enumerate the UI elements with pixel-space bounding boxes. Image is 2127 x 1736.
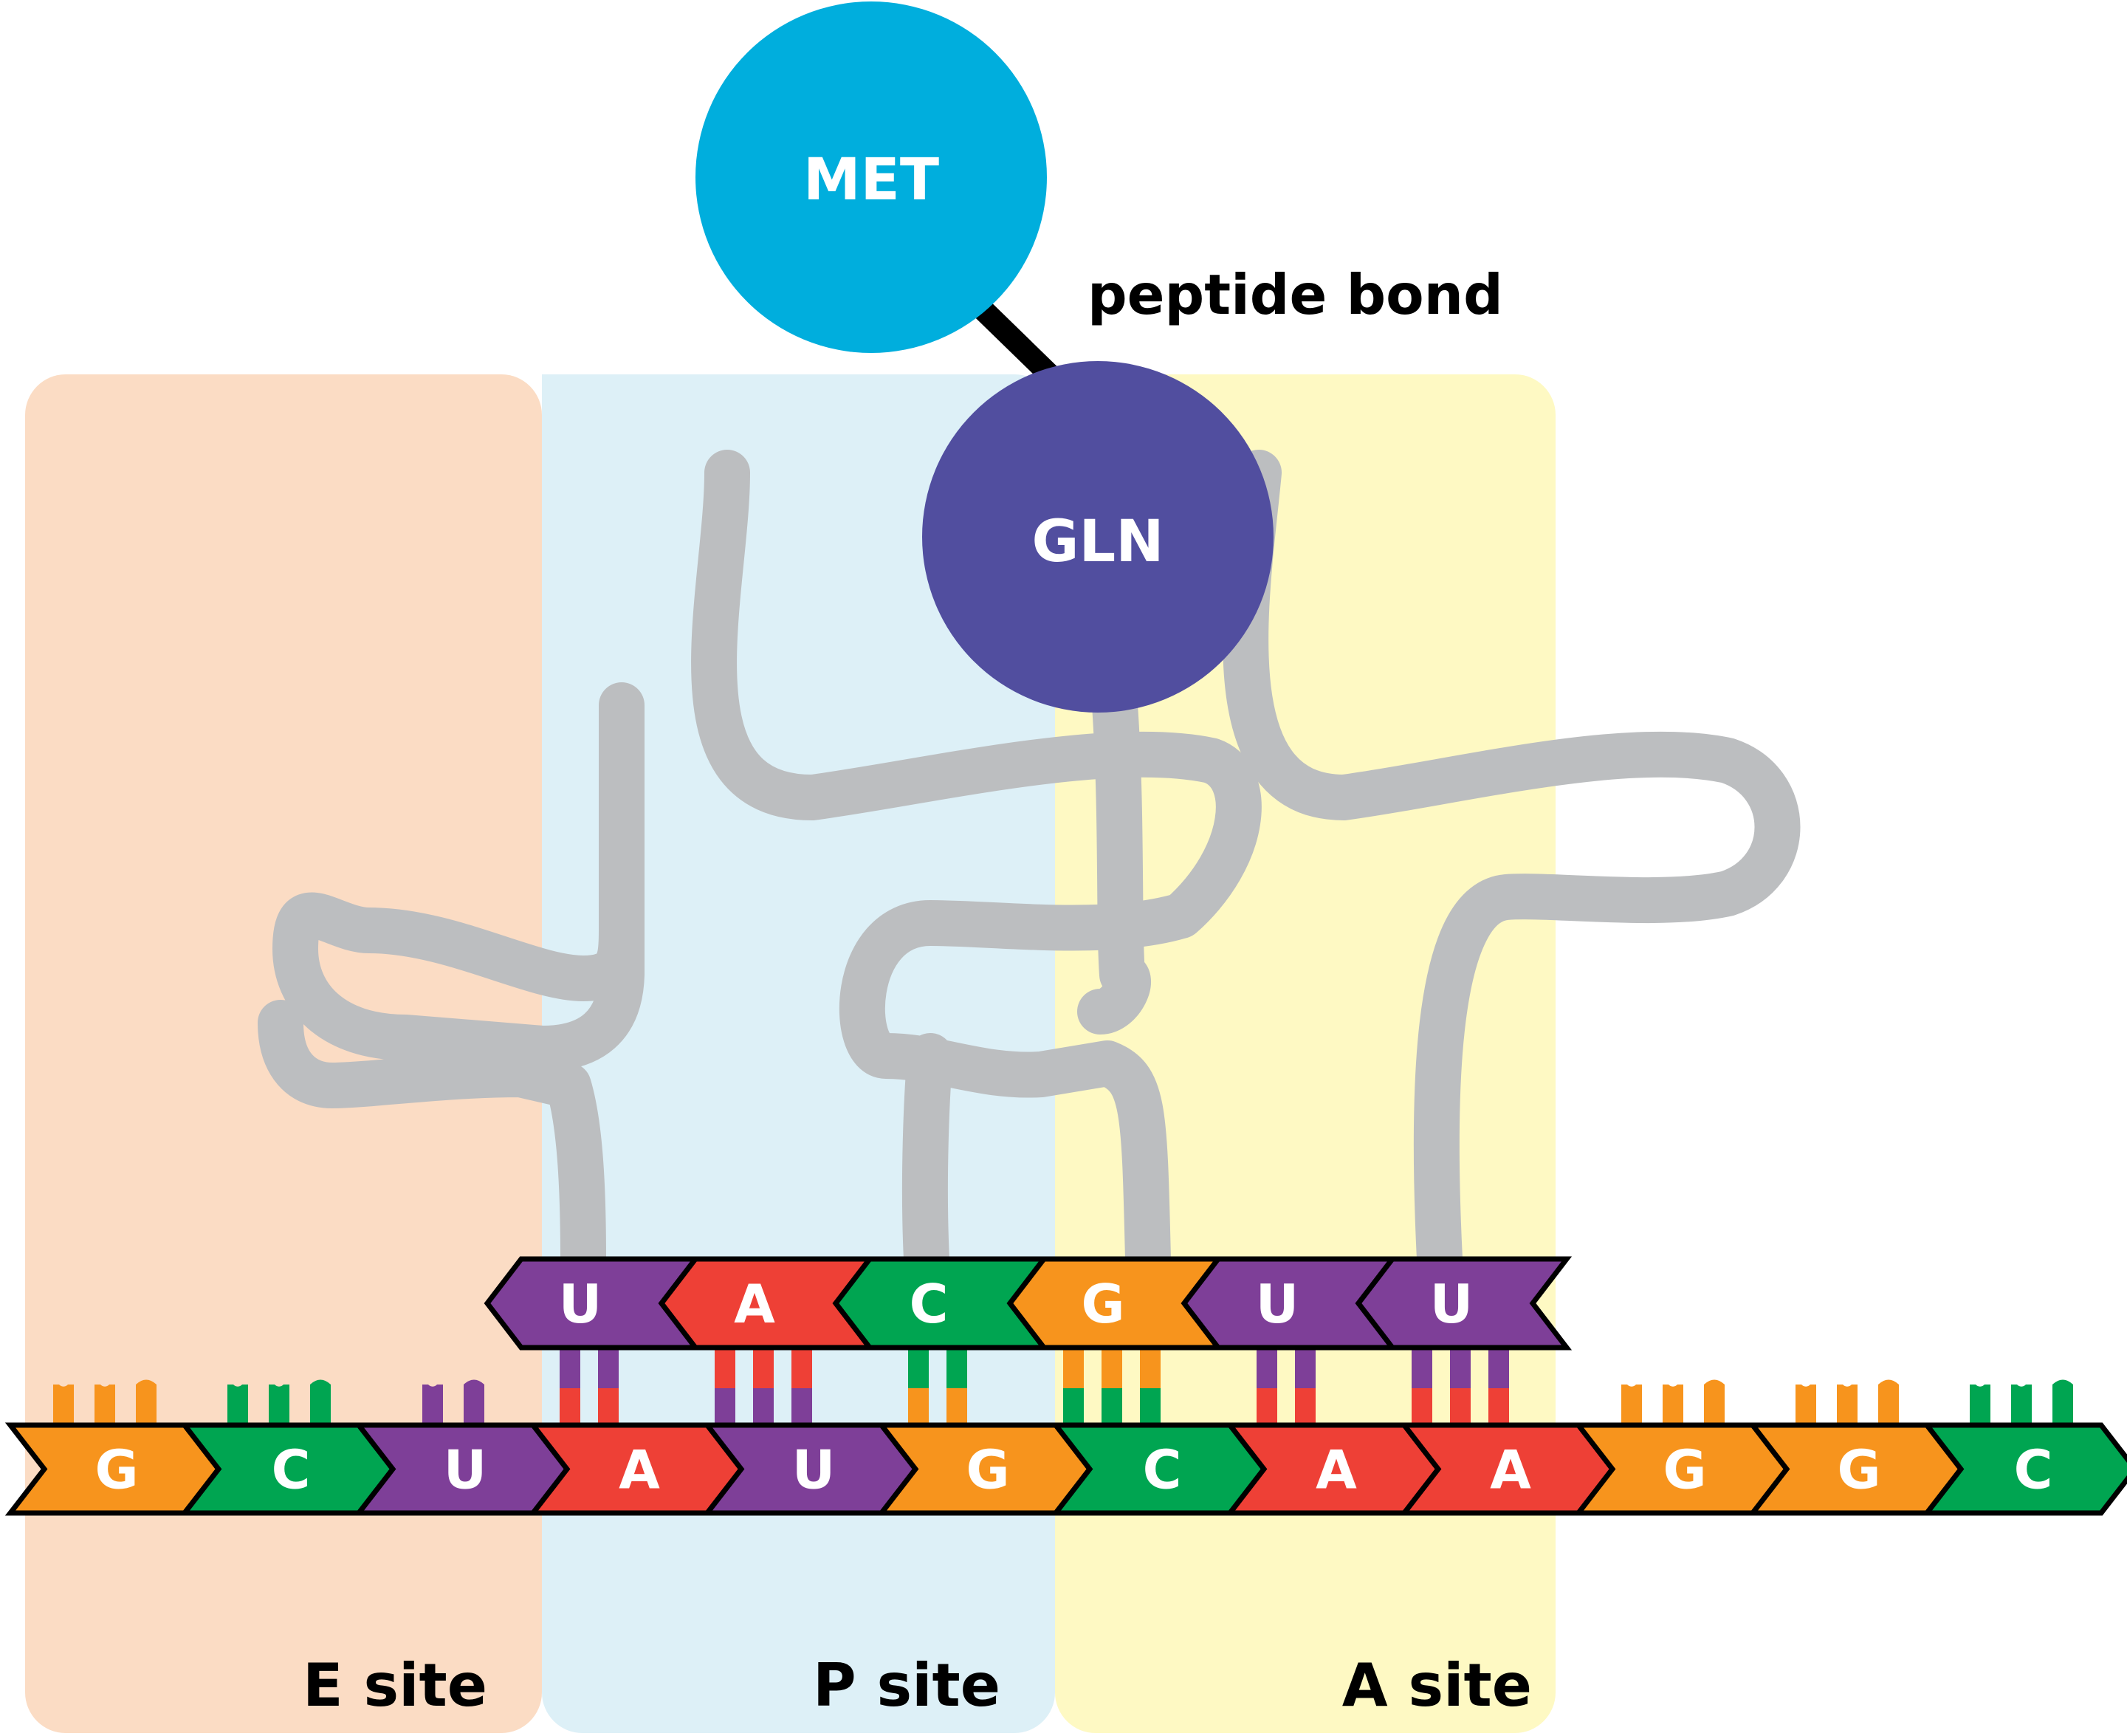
trna-p-site [272, 682, 645, 1071]
p-site-label: P site [813, 1651, 1000, 1720]
mrna-nub [227, 1385, 248, 1425]
anticodon-base-label: C [910, 1273, 949, 1335]
base-pair-bond-bottom [1295, 1388, 1316, 1425]
mrna-base-label: A [1490, 1439, 1531, 1501]
base-pair-bond-bottom [1450, 1388, 1471, 1425]
base-pair-bond-bottom [1063, 1388, 1084, 1425]
mrna-nub [1878, 1379, 1899, 1425]
base-pair-bond-top [753, 1348, 774, 1388]
mrna-nub [136, 1379, 157, 1425]
mrna-base-label: G [966, 1439, 1009, 1501]
mrna-nub [1621, 1385, 1642, 1425]
trna-p-site-arm [258, 1000, 606, 1282]
base-pair-bond-top [1412, 1348, 1432, 1388]
base-pair-bond-bottom [598, 1388, 619, 1425]
anticodon-base-label: G [1081, 1273, 1124, 1335]
base-pair-bond-bottom [946, 1388, 967, 1425]
trna-next [1223, 450, 1801, 1282]
e-site-label: E site [303, 1651, 487, 1720]
mrna-nub [269, 1385, 289, 1425]
peptide-bond-label: peptide bond [1087, 262, 1503, 327]
base-pair-bond-top [1063, 1348, 1084, 1388]
base-pair-bond-top [715, 1348, 735, 1388]
base-pair-bond-bottom [1257, 1388, 1277, 1425]
base-pair-bond-bottom [560, 1388, 580, 1425]
mrna-nub [1970, 1385, 1990, 1425]
base-pair-bonds [560, 1348, 1509, 1425]
anticodon-base-label: U [1256, 1273, 1299, 1335]
mrna-nub [1704, 1379, 1725, 1425]
mrna-base-label: G [1837, 1439, 1880, 1501]
base-pair-bond-top [946, 1348, 967, 1388]
base-pair-bond-bottom [753, 1388, 774, 1425]
base-pair-bond-bottom [1488, 1388, 1509, 1425]
mrna-nub [422, 1385, 443, 1425]
anticodon-base-label: A [734, 1273, 775, 1335]
mrna-nub [2052, 1379, 2073, 1425]
amino-acid-met-label: MET [803, 147, 939, 213]
trna-a-site-arm [901, 682, 1151, 1282]
mrna-nub [464, 1379, 484, 1425]
a-site-label: A site [1342, 1651, 1532, 1720]
mrna-nub [1837, 1385, 1858, 1425]
mrna-base-label: A [1316, 1439, 1357, 1501]
mrna-nucleotide-G: G [876, 1422, 1093, 1516]
mrna-nucleotide-G: G [1573, 1422, 1790, 1516]
mrna-base-label: C [2014, 1439, 2053, 1501]
mrna-free-nubs [53, 1379, 2073, 1425]
base-pair-bond-top [1450, 1348, 1471, 1388]
amino-acid-gln: GLN [922, 361, 1274, 713]
mrna-nub [310, 1379, 331, 1425]
anticodon-nucleotide-U: U [1355, 1256, 1573, 1351]
base-pair-bond-top [908, 1348, 929, 1388]
base-pair-bond-top [1257, 1348, 1277, 1388]
mrna-nucleotide-A: A [1224, 1422, 1442, 1516]
mrna-nub [1663, 1385, 1683, 1425]
mrna-nucleotide-C: C [1921, 1422, 2127, 1516]
trna-a-site [691, 450, 1262, 1282]
base-pair-bond-bottom [791, 1388, 812, 1425]
mrna-base-label: U [444, 1439, 487, 1501]
base-pair-bond-bottom [1412, 1388, 1432, 1425]
mrna-base-label: C [1143, 1439, 1182, 1501]
base-pair-bond-bottom [1140, 1388, 1161, 1425]
anticodon-nucleotide-U: U [484, 1256, 701, 1351]
mrna-nucleotide-U: U [701, 1422, 919, 1516]
mrna-base-label: U [792, 1439, 835, 1501]
base-pair-bond-top [1488, 1348, 1509, 1388]
base-pair-bond-top [598, 1348, 619, 1388]
trna-molecules [258, 450, 1801, 1282]
mrna-nucleotide-C: C [179, 1422, 396, 1516]
mrna-nub [95, 1385, 115, 1425]
mrna-nub [1796, 1385, 1816, 1425]
amino-acid-gln-label: GLN [1031, 509, 1164, 575]
ribosome-sites [25, 374, 1556, 1733]
mrna-nucleotide-G: G [1747, 1422, 1965, 1516]
mrna-base-label: G [1663, 1439, 1706, 1501]
mrna-base-label: A [619, 1439, 660, 1501]
base-pair-bond-top [560, 1348, 580, 1388]
mrna-base-label: G [95, 1439, 138, 1501]
mrna-nub [2011, 1385, 2032, 1425]
base-pair-bond-top [1102, 1348, 1122, 1388]
mrna-nucleotide-C: C [1050, 1422, 1268, 1516]
mrna-nub [53, 1385, 74, 1425]
mrna-nucleotide-U: U [353, 1422, 571, 1516]
base-pair-bond-bottom [1102, 1388, 1122, 1425]
base-pair-bond-bottom [908, 1388, 929, 1425]
base-pair-bond-top [791, 1348, 812, 1388]
base-pair-bond-bottom [715, 1388, 735, 1425]
mrna-nucleotide-G: G [4, 1422, 222, 1516]
anticodon-base-label: U [559, 1273, 602, 1335]
mrna-nucleotide-A: A [527, 1422, 745, 1516]
base-pair-bond-top [1140, 1348, 1161, 1388]
mrna-nucleotide-A: A [1398, 1422, 1616, 1516]
amino-acid-met: MET [695, 1, 1047, 353]
mrna-base-label: C [272, 1439, 311, 1501]
anticodon-base-label: U [1430, 1273, 1473, 1335]
base-pair-bond-top [1295, 1348, 1316, 1388]
